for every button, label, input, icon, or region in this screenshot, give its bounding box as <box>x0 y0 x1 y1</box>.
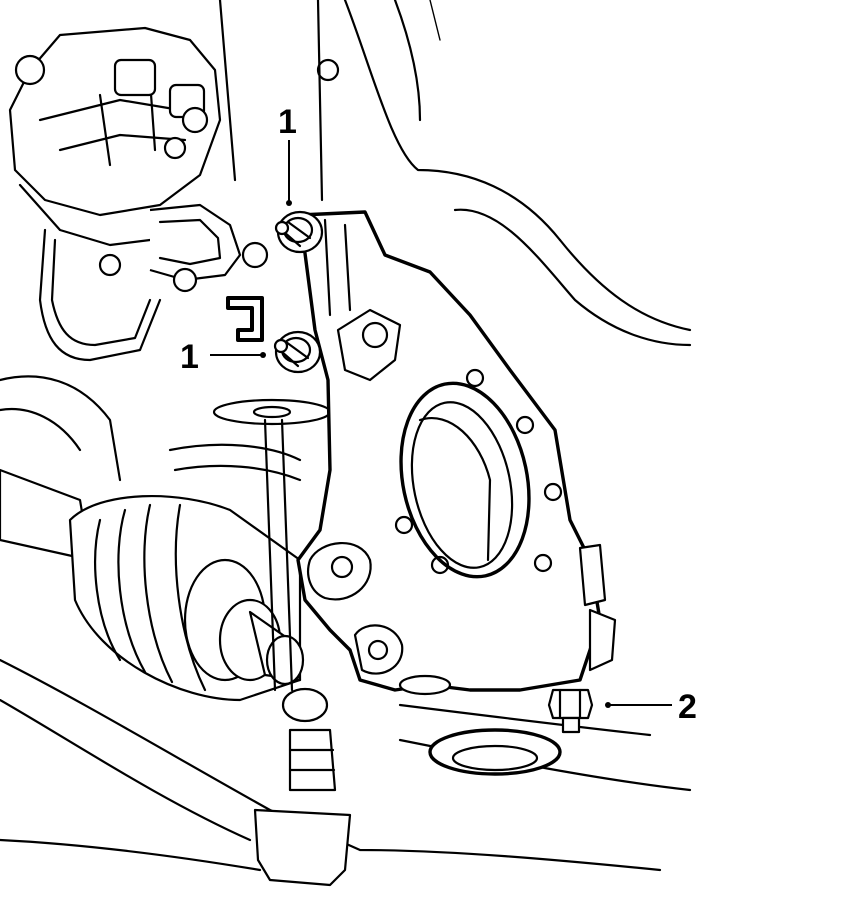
leader-dot-1-lower <box>260 352 266 358</box>
sway-bar-link <box>212 398 332 692</box>
bracket-tab <box>226 296 264 342</box>
brake-caliper <box>8 26 222 247</box>
lower-bolt <box>273 330 322 374</box>
callout-label-1-lower: 1 <box>180 338 199 376</box>
tie-rod-end <box>253 687 352 887</box>
callout-label-2: 2 <box>678 688 697 726</box>
callout-label-1-upper: 1 <box>278 103 297 141</box>
upper-bolt <box>274 210 324 254</box>
steering-knuckle <box>296 210 617 696</box>
brake-line <box>38 203 269 362</box>
drive-shaft <box>0 375 305 702</box>
callout-leaders <box>210 140 672 708</box>
strut-tower <box>218 0 692 347</box>
leader-dot-1-upper <box>286 200 292 206</box>
leader-dot-2 <box>605 702 611 708</box>
ball-joint-nut <box>547 688 594 734</box>
